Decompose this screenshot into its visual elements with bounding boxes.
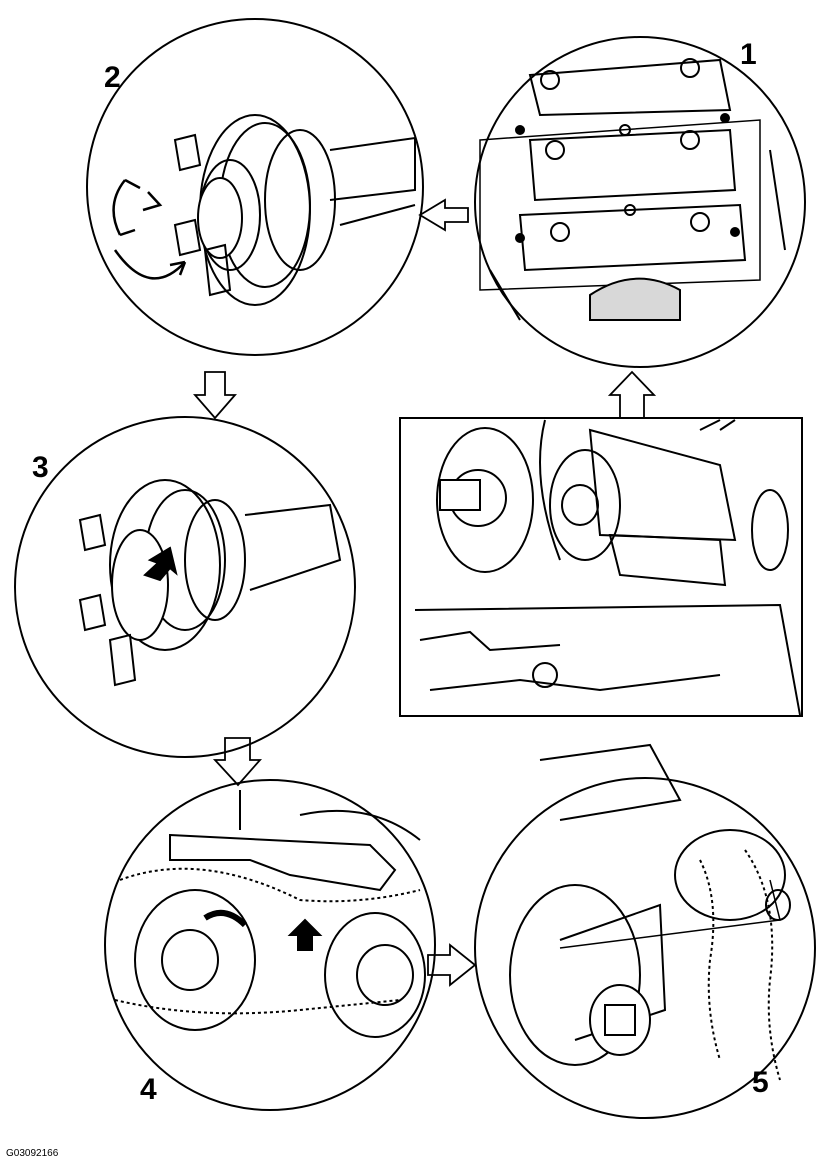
step3-sprocket-detail bbox=[14, 416, 356, 758]
step-number-4: 4 bbox=[140, 1073, 157, 1106]
step-number-1: 1 bbox=[740, 38, 757, 71]
step-number-5: 5 bbox=[752, 1066, 769, 1099]
step-number-2: 2 bbox=[104, 61, 121, 94]
arrow-step1-to-2 bbox=[418, 198, 469, 232]
step1-bearing-caps-detail bbox=[474, 36, 806, 368]
step5-camshaft-detail bbox=[474, 743, 816, 1119]
arrow-up-to-step1 bbox=[607, 370, 657, 419]
step-number-3: 3 bbox=[32, 451, 49, 484]
engine-overview-drawing bbox=[399, 417, 803, 717]
arrow-step4-to-5 bbox=[427, 943, 477, 987]
arrow-step3-to-4 bbox=[212, 737, 262, 787]
figure-code: G03092166 bbox=[6, 1148, 59, 1159]
step4-chain-detail bbox=[104, 779, 436, 1111]
step2-sprocket-detail bbox=[86, 18, 424, 356]
arrow-step2-to-3 bbox=[193, 371, 237, 420]
